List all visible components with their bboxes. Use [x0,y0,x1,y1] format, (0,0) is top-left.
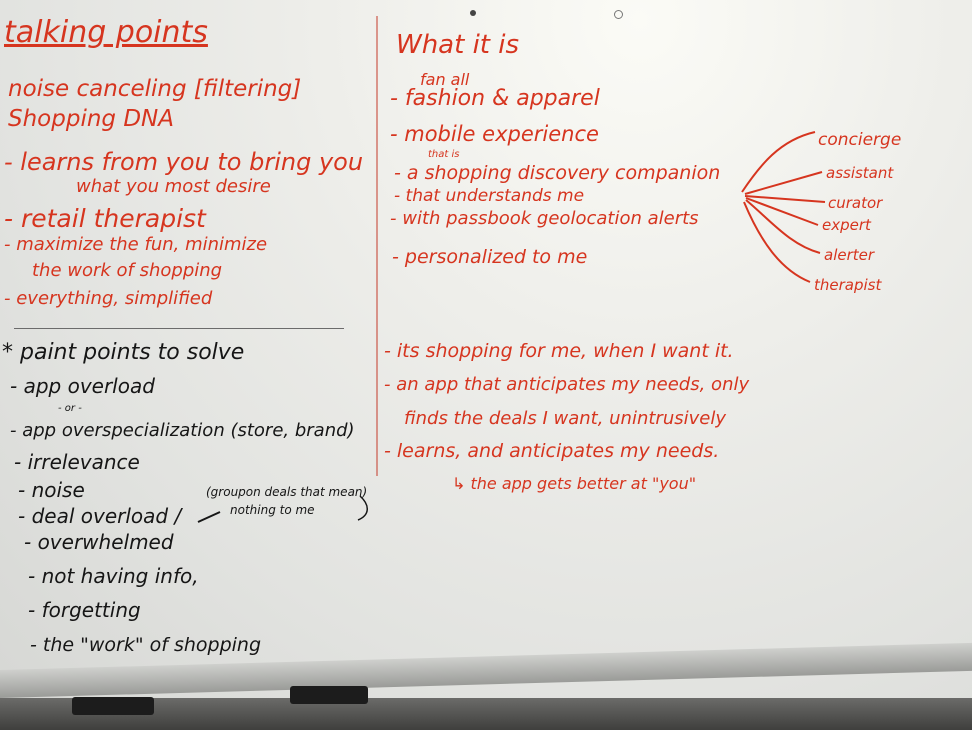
pain-point-item: - not having info, [28,564,199,588]
whiteboard: talking points noise canceling [filterin… [0,0,972,700]
talking-points-title: talking points [4,15,208,50]
groupon-note: nothing to me [230,503,315,517]
what-it-is-item: - personalized to me [392,246,588,268]
right-bottom-item: - an app that anticipates my needs, only [384,374,750,395]
eraser-right[interactable] [290,686,368,704]
column-divider-line [376,16,378,476]
left-top-line: - retail therapist [4,204,206,233]
branch-label: curator [828,194,883,212]
what-it-is-item: that is [428,149,460,160]
branch-lines [197,131,826,523]
left-top-line: noise canceling [filtering] [8,76,302,102]
branch-label: assistant [826,164,894,182]
what-it-is-item: - a shopping discovery companion [394,162,721,184]
left-top-line: - maximize the fun, minimize [4,234,268,255]
left-top-line: Shopping DNA [8,106,174,132]
left-top-line: what you most desire [76,176,271,197]
what-it-is-item: - mobile experience [390,122,599,146]
pain-point-item: - app overload [10,374,155,398]
left-top-line: - learns from you to bring you [4,148,364,176]
pain-point-item: - app overspecialization (store, brand) [10,420,355,441]
section-divider [14,328,344,329]
board-screw [614,10,623,19]
pain-point-item: - forgetting [28,598,141,622]
right-bottom-item: finds the deals I want, unintrusively [404,408,726,429]
pain-point-item: - overwhelmed [24,530,174,554]
pain-point-item: - deal overload / [18,504,182,528]
eraser-left[interactable] [72,697,154,715]
pain-point-item: - irrelevance [14,450,140,474]
right-bottom-item: - learns, and anticipates my needs. [384,440,720,462]
pain-point-item: - or - [58,403,82,414]
groupon-note: (groupon deals that mean) [206,485,368,499]
pain-points-heading: * paint points to solve [2,340,245,365]
pain-point-item: - the "work" of shopping [30,634,262,656]
branch-label: alerter [824,246,875,264]
right-bottom-item: ↳ the app gets better at "you" [452,474,697,493]
pain-point-item: - noise [18,478,85,502]
branch-label: therapist [814,276,882,294]
branch-label: expert [822,216,871,234]
branch-label: concierge [818,130,902,150]
left-top-line: - everything, simplified [4,288,213,309]
board-screw [470,10,476,16]
right-bottom-item: - its shopping for me, when I want it. [384,340,734,362]
what-it-is-item: fan all [420,70,470,89]
left-top-line: the work of shopping [32,260,223,281]
what-it-is-item: - that understands me [394,186,585,206]
what-it-is-item: - fashion & apparel [390,86,600,111]
what-it-is-item: - with passbook geolocation alerts [390,208,699,229]
floor-shadow [0,698,972,730]
what-it-is-title: What it is [396,30,520,60]
